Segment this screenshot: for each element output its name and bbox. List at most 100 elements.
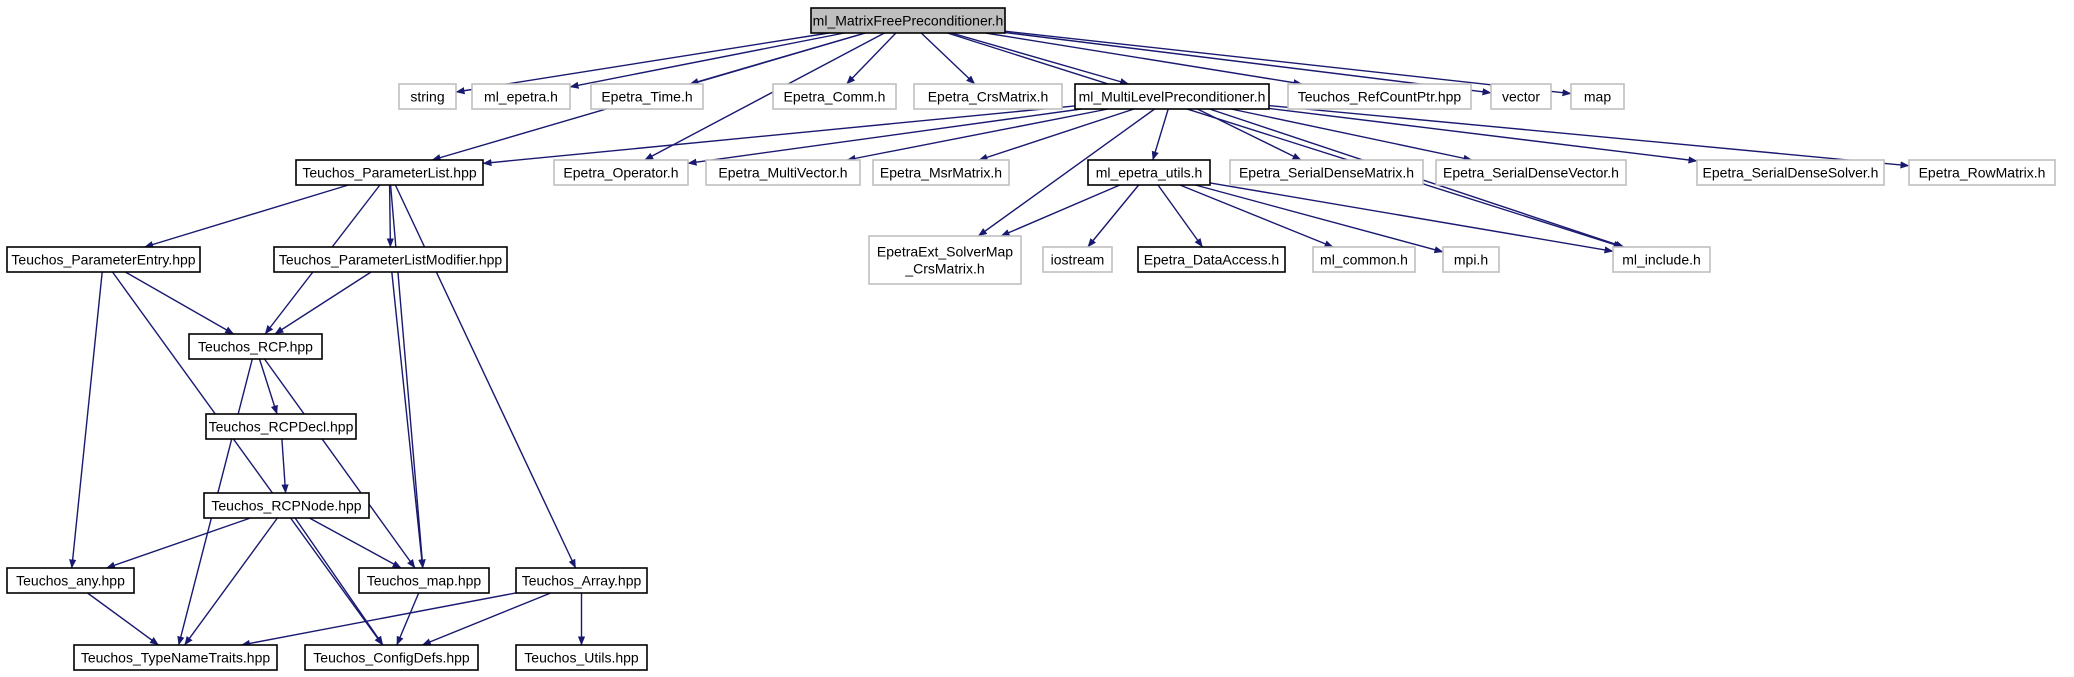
node-box bbox=[6, 246, 201, 273]
edge-rcpnode-to-tmap bbox=[309, 517, 402, 569]
node-utils[interactable]: Teuchos_Utils.hpp bbox=[515, 644, 648, 671]
node-label: Epetra_Comm.h bbox=[784, 89, 886, 105]
node-epetra_sdvector: Epetra_SerialDenseVector.h bbox=[1435, 159, 1627, 186]
edge-ml_mlprec-to-epetra_multivector bbox=[846, 108, 1109, 162]
node-ml_epetra: ml_epetra.h bbox=[471, 83, 571, 110]
node-label: Teuchos_Array.hpp bbox=[522, 573, 642, 589]
node-typenametraits[interactable]: Teuchos_TypeNameTraits.hpp bbox=[73, 644, 278, 671]
node-box bbox=[1612, 246, 1711, 273]
node-rcp[interactable]: Teuchos_RCP.hpp bbox=[188, 333, 323, 360]
edge-ml_epetra_utils-to-ml_include bbox=[1209, 182, 1614, 254]
node-vector: vector bbox=[1490, 83, 1552, 110]
node-iostream: iostream bbox=[1042, 246, 1113, 273]
node-epetra_crsmatrix: Epetra_CrsMatrix.h bbox=[913, 83, 1063, 110]
node-label: ml_include.h bbox=[1622, 252, 1701, 268]
node-paramlistmod[interactable]: Teuchos_ParameterListModifier.hpp bbox=[273, 246, 508, 273]
node-epetra_multivector: Epetra_MultiVector.h bbox=[705, 159, 861, 186]
node-label: map bbox=[1584, 89, 1611, 105]
node-epetraext: EpetraExt_SolverMap_CrsMatrix.h bbox=[868, 235, 1022, 285]
node-label: Epetra_SerialDenseVector.h bbox=[1443, 165, 1619, 181]
node-paramlist[interactable]: Teuchos_ParameterList.hpp bbox=[295, 159, 484, 186]
edges-layer bbox=[69, 30, 1910, 647]
node-ml_mlprec[interactable]: ml_MultiLevelPreconditioner.h bbox=[1074, 83, 1270, 110]
node-box bbox=[304, 644, 479, 671]
edge-root-to-refcountptr bbox=[985, 32, 1303, 87]
edge-ml_mlprec-to-ml_epetra_utils bbox=[1151, 108, 1169, 161]
node-box bbox=[1074, 83, 1270, 110]
node-label: Epetra_Operator.h bbox=[563, 165, 678, 181]
node-epetra_sdmatrix: Epetra_SerialDenseMatrix.h bbox=[1229, 159, 1424, 186]
node-box bbox=[1287, 83, 1472, 110]
node-label: string bbox=[410, 89, 444, 105]
node-box bbox=[810, 7, 1006, 34]
node-any[interactable]: Teuchos_any.hpp bbox=[6, 567, 135, 594]
edge-ml_mlprec-to-epetra_sdmatrix bbox=[1197, 108, 1302, 161]
node-box bbox=[273, 246, 508, 273]
node-configdefs[interactable]: Teuchos_ConfigDefs.hpp bbox=[304, 644, 479, 671]
node-rcpnode[interactable]: Teuchos_RCPNode.hpp bbox=[203, 492, 370, 519]
node-epetra_comm: Epetra_Comm.h bbox=[772, 83, 897, 110]
node-map: map bbox=[1570, 83, 1625, 110]
node-ml_epetra_utils[interactable]: ml_epetra_utils.h bbox=[1087, 159, 1211, 186]
node-box bbox=[1042, 246, 1113, 273]
node-paramentry[interactable]: Teuchos_ParameterEntry.hpp bbox=[6, 246, 201, 273]
node-box bbox=[590, 83, 704, 110]
node-box bbox=[1137, 246, 1286, 273]
node-box bbox=[913, 83, 1063, 110]
edge-ml_epetra_utils-to-dataaccess bbox=[1157, 184, 1204, 248]
edge-rcpnode-to-configdefs bbox=[294, 517, 384, 646]
node-label: Epetra_DataAccess.h bbox=[1144, 252, 1279, 268]
node-dataaccess[interactable]: Epetra_DataAccess.h bbox=[1137, 246, 1286, 273]
node-epetra_rowmatrix: Epetra_RowMatrix.h bbox=[1908, 159, 2056, 186]
node-epetra_sdsolver: Epetra_SerialDenseSolver.h bbox=[1696, 159, 1885, 186]
edge-ml_mlprec-to-epetraext bbox=[977, 108, 1156, 237]
edge-paramlistmod-to-tmap bbox=[391, 271, 426, 569]
node-array[interactable]: Teuchos_Array.hpp bbox=[515, 567, 648, 594]
edge-ml_epetra_utils-to-ml_common bbox=[1179, 184, 1334, 248]
node-box bbox=[1696, 159, 1885, 186]
edge-array-to-typenametraits bbox=[240, 592, 517, 647]
edge-paramentry-to-configdefs bbox=[111, 271, 384, 646]
node-root[interactable]: ml_MatrixFreePreconditioner.h bbox=[810, 7, 1006, 34]
edge-rcp-to-tmap bbox=[263, 358, 416, 569]
node-ml_include: ml_include.h bbox=[1612, 246, 1711, 273]
node-box bbox=[1229, 159, 1424, 186]
node-tmap[interactable]: Teuchos_map.hpp bbox=[358, 567, 490, 594]
node-string: string bbox=[398, 83, 457, 110]
node-refcountptr: Teuchos_RefCountPtr.hpp bbox=[1287, 83, 1472, 110]
node-box bbox=[1442, 246, 1500, 273]
edge-ml_mlprec-to-epetra_rowmatrix bbox=[1268, 104, 1910, 169]
edge-root-to-epetra_time bbox=[689, 32, 866, 86]
edge-paramlist-to-paramlistmod bbox=[386, 184, 394, 248]
edge-paramlistmod-to-rcp bbox=[274, 271, 372, 335]
node-rcpdecl[interactable]: Teuchos_RCPDecl.hpp bbox=[205, 413, 357, 440]
node-box bbox=[1490, 83, 1552, 110]
node-box bbox=[205, 413, 357, 440]
node-label: ml_common.h bbox=[1320, 252, 1408, 268]
node-box bbox=[772, 83, 897, 110]
edge-root-to-ml_include bbox=[947, 32, 1623, 248]
node-epetra_time: Epetra_Time.h bbox=[590, 83, 704, 110]
node-mpi: mpi.h bbox=[1442, 246, 1500, 273]
node-box bbox=[1908, 159, 2056, 186]
edge-root-to-ml_mlprec bbox=[951, 32, 1130, 86]
node-label: Epetra_RowMatrix.h bbox=[1919, 165, 2046, 181]
node-label: iostream bbox=[1051, 252, 1105, 268]
node-label: Epetra_MultiVector.h bbox=[718, 165, 847, 181]
edge-ml_epetra_utils-to-mpi bbox=[1195, 184, 1444, 254]
node-label: ml_MultiLevelPreconditioner.h bbox=[1079, 89, 1266, 105]
node-ml_common: ml_common.h bbox=[1312, 246, 1416, 273]
node-box bbox=[515, 567, 648, 594]
node-box bbox=[6, 567, 135, 594]
node-box bbox=[705, 159, 861, 186]
edge-paramlist-to-array bbox=[394, 184, 577, 569]
edge-rcpnode-to-any bbox=[106, 517, 251, 569]
edge-root-to-map bbox=[1004, 30, 1572, 97]
node-label: Epetra_SerialDenseMatrix.h bbox=[1239, 165, 1414, 181]
node-box bbox=[295, 159, 484, 186]
edge-ml_epetra_utils-to-epetraext bbox=[1000, 184, 1121, 237]
node-label: ml_MatrixFreePreconditioner.h bbox=[813, 13, 1004, 29]
node-label: Teuchos_TypeNameTraits.hpp bbox=[81, 650, 271, 666]
edge-root-to-epetra_operator bbox=[644, 32, 885, 161]
edge-rcp-to-rcpdecl bbox=[258, 358, 278, 415]
